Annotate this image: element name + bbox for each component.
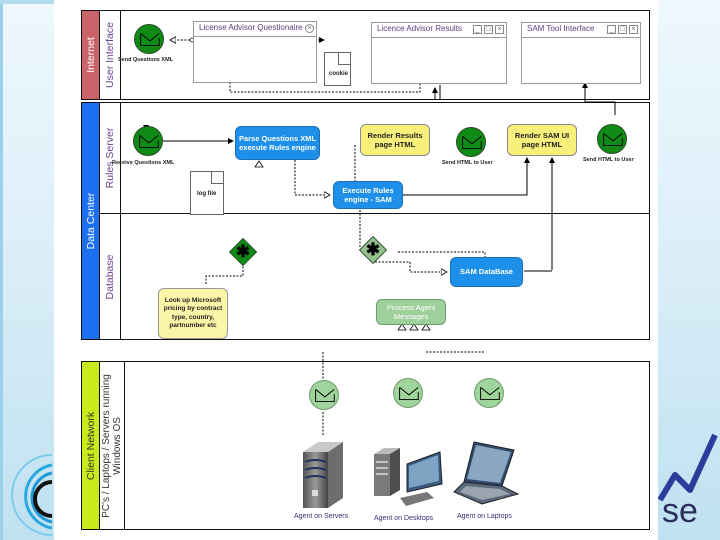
pool-client-network: Client Network PC's / Laptops / Servers … [81,361,650,530]
device-label: Agent on Laptops [457,513,512,520]
lane-client-devices-title: PC's / Laptops / Servers running Windows… [101,374,123,518]
task-lookup-pricing[interactable]: Look up Microsoft pricing by contract ty… [158,288,228,339]
envelope-icon [462,136,482,149]
task-render-sam-ui[interactable]: Render SAM UI page HTML [507,124,577,156]
pool-label-client-network: Client Network [82,362,100,529]
maximize-icon[interactable]: □ [484,25,493,34]
lane-label-rules-server: Rules Server [100,103,121,213]
document-cookie[interactable] [324,52,351,86]
server-icon[interactable] [298,440,348,510]
window-titlebar[interactable]: SAM Tool Interface _ □ × [522,23,640,38]
event-send-html-sam[interactable] [597,124,627,154]
document-fold [338,53,350,65]
close-icon[interactable]: × [495,25,504,34]
envelope-icon [139,135,159,148]
lane-label-client-devices: PC's / Laptops / Servers running Windows… [100,362,125,529]
lane-rules-server-title: Rules Server [104,127,116,189]
window-title: License Advisor Questionaire [199,23,303,32]
window-titlebar[interactable]: License Advisor Questionaire × [194,22,316,37]
event-send-html-results[interactable] [456,127,486,157]
logo-text: se [662,492,698,530]
lane-user-interface-title: User Interface [104,22,116,88]
event-agent-desktop-message[interactable] [393,378,423,408]
event-receive-questions[interactable] [133,126,163,156]
envelope-icon [315,389,335,402]
pool-label-data-center: Data Center [82,103,100,339]
window-licence-advisor-results[interactable]: Licence Advisor Results _ □ × [371,22,507,84]
close-icon[interactable]: × [305,24,314,33]
asterisk-icon: ✱ [235,242,251,261]
window-sam-tool-interface[interactable]: SAM Tool Interface _ □ × [521,22,641,84]
company-logo-chart-mark [657,433,718,502]
task-render-results[interactable]: Render Results page HTML [360,124,430,156]
event-label: Send HTML to User [583,157,634,163]
event-agent-laptop-message[interactable] [474,378,504,408]
pool-label-internet: Internet [82,11,100,99]
lane-divider [100,213,649,214]
document-fold [211,172,223,184]
window-title: Licence Advisor Results [377,24,462,33]
event-label: Send Questions XML [118,57,174,63]
envelope-icon [603,133,623,146]
window-title: SAM Tool Interface [527,24,595,33]
window-license-advisor-questionaire[interactable]: License Advisor Questionaire × [193,21,317,83]
event-label: Receive Questions XML [112,160,175,166]
pool-internet-title: Internet [84,37,97,73]
event-send-questions[interactable] [134,24,164,54]
device-label: Agent on Servers [294,513,349,520]
company-logo-swirl [11,454,53,536]
desktop-icon[interactable] [372,446,447,510]
lane-database-title: Database [104,254,116,299]
asterisk-icon: ✱ [365,240,381,259]
task-sam-database[interactable]: SAM DataBase [450,257,523,287]
task-parse-questions[interactable]: Parse Questions XML execute Rules engine [235,126,320,160]
pool-client-network-title: Client Network [84,411,97,480]
lane-label-database: Database [100,214,121,339]
maximize-icon[interactable]: □ [618,25,627,34]
task-execute-rules-sam[interactable]: Execute Rules engine - SAM [333,181,403,209]
background-top-stripe [0,0,55,4]
lane-label-user-interface: User Interface [100,11,121,99]
document-label: cookie [329,71,349,77]
document-log-file[interactable] [190,171,224,215]
device-label: Agent on Desktops [374,515,434,522]
envelope-icon [399,387,419,400]
minimize-icon[interactable]: _ [607,25,616,34]
event-agent-server-message[interactable] [309,380,339,410]
envelope-icon [480,387,500,400]
event-label: Send HTML to User [442,160,493,166]
envelope-icon [140,33,160,46]
lane-client-line1: PC's / Laptops / Servers running [101,373,112,518]
background-stripe [0,0,3,540]
close-icon[interactable]: × [629,25,638,34]
laptop-icon[interactable] [452,440,522,508]
pool-data-center-title: Data Center [84,192,97,250]
window-titlebar[interactable]: Licence Advisor Results _ □ × [372,23,506,38]
task-process-agent-messages[interactable]: Process Agent Messages [376,299,446,325]
document-label: log file [197,191,217,197]
lane-client-line2: Windows OS [112,416,123,475]
minimize-icon[interactable]: _ [473,25,482,34]
